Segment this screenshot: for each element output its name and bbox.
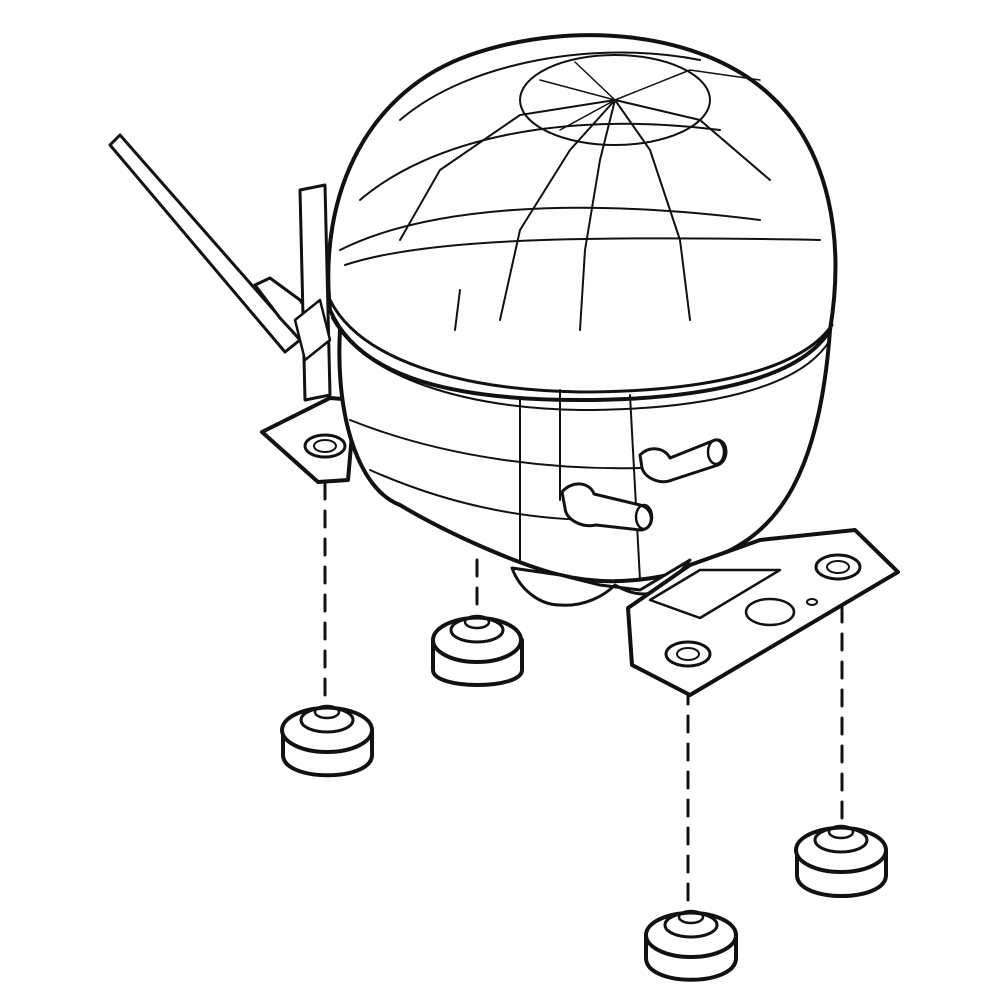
grommet-front-left	[280, 704, 374, 778]
process-tube	[108, 133, 332, 402]
left-mounting-bracket	[260, 396, 357, 484]
grommet-front-right	[644, 909, 738, 982]
mount-guide-lines	[323, 453, 844, 910]
grommet-back-left	[431, 614, 524, 687]
suction-fitting-upper	[638, 438, 728, 484]
suction-fitting-lower	[560, 482, 654, 532]
right-mounting-bracket	[626, 528, 900, 697]
grommet-back-right	[794, 824, 888, 898]
compressor-body	[326, 33, 838, 584]
